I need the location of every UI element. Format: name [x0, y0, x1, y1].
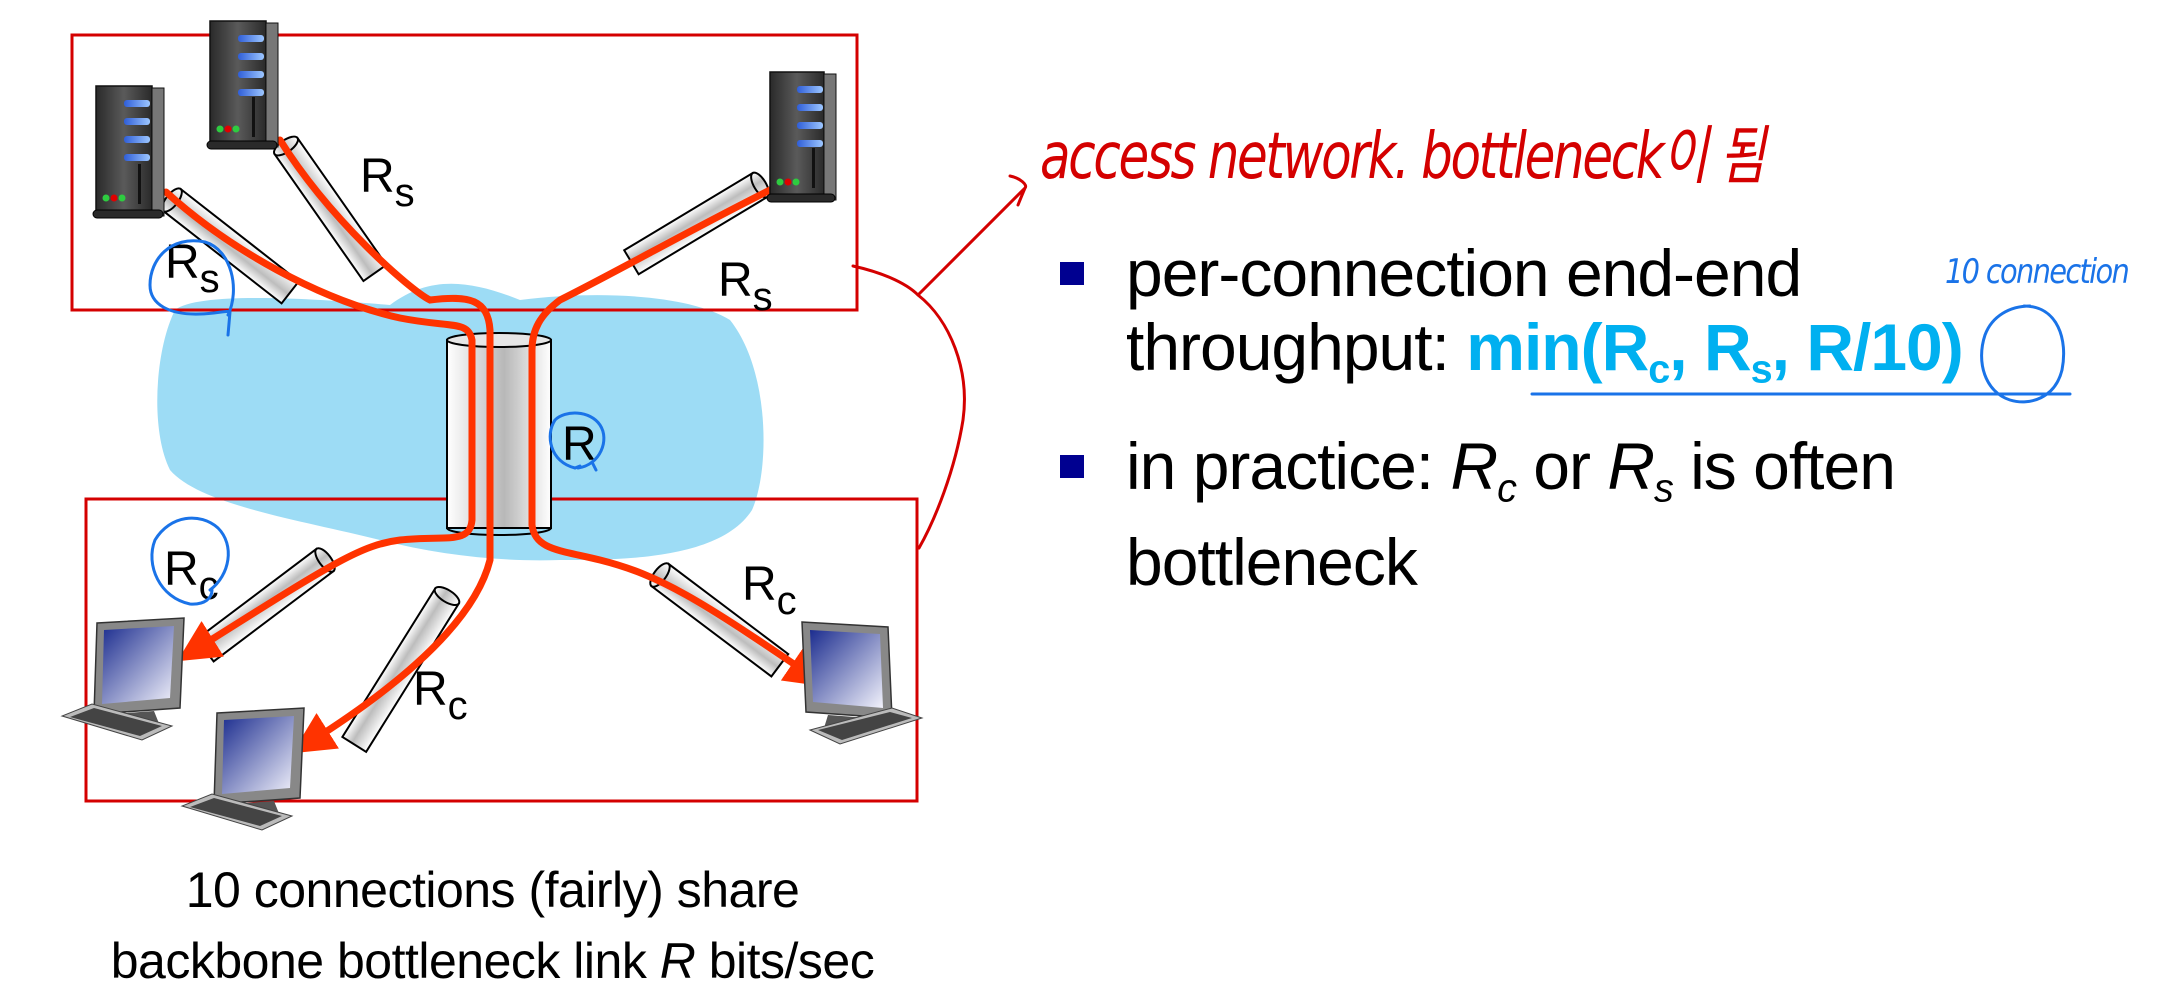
pen-arrow: [916, 174, 1028, 297]
pen-circle-divisor: [1980, 304, 2066, 404]
bullet-list: per-connection end-end throughput: min(R…: [1060, 236, 2160, 599]
server-icon: [92, 85, 165, 219]
link-label-rc-2: Rc: [413, 663, 468, 728]
bullet-throughput: per-connection end-end throughput: min(R…: [1060, 236, 2160, 407]
connection-flows: [162, 136, 828, 754]
link-label-rs-3: Rs: [718, 254, 773, 319]
bullet-square-icon: [1060, 262, 1084, 285]
pipe-client-2: [341, 586, 461, 754]
server-icon: [206, 20, 279, 150]
bullet-throughput-line1: per-connection end-end: [1126, 236, 1802, 310]
link-label-rc-1: Rc: [164, 543, 219, 608]
bullet-square-icon: [1060, 454, 1084, 478]
bullet-throughput-label: throughput:: [1126, 310, 1467, 384]
flow-2: [276, 136, 494, 754]
flow-3: [528, 186, 828, 687]
pen-circle-rc: [150, 516, 230, 606]
throughput-formula: min(Rc, Rs, R/10): [1466, 310, 1963, 392]
link-label-rc-3: Rc: [742, 558, 797, 623]
bullet-in-practice: in practice: Rc or Rs is often bottlenec…: [1060, 429, 2160, 600]
flow-1: [162, 188, 476, 662]
handwritten-note-access-bottleneck: access network. bottleneck이 됨: [1040, 120, 1765, 194]
desktop-computer-icon: [801, 621, 924, 745]
desktop-computer-icon: [180, 707, 305, 831]
link-label-rs-1: Rs: [165, 236, 220, 301]
formula-divisor: 10: [1870, 310, 1942, 384]
desktop-computer-icon: [60, 617, 185, 741]
server-icon: [766, 71, 837, 203]
pen-annotations-red: [851, 174, 1028, 550]
handwritten-note-10-connection: 10 connection: [1945, 252, 2130, 292]
caption-line1: 10 connections (fairly) share: [185, 862, 800, 918]
diagram-caption: 10 connections (fairly) share backbone b…: [110, 862, 875, 989]
link-label-rs-2: Rs: [360, 150, 415, 215]
pen-annotations-blue: [148, 239, 2072, 606]
pen-circle-rs: [148, 239, 235, 337]
server-access-network-box: [70, 33, 859, 312]
pen-bracket-curve: [851, 264, 966, 550]
pen-circle-backbone: [548, 411, 606, 472]
